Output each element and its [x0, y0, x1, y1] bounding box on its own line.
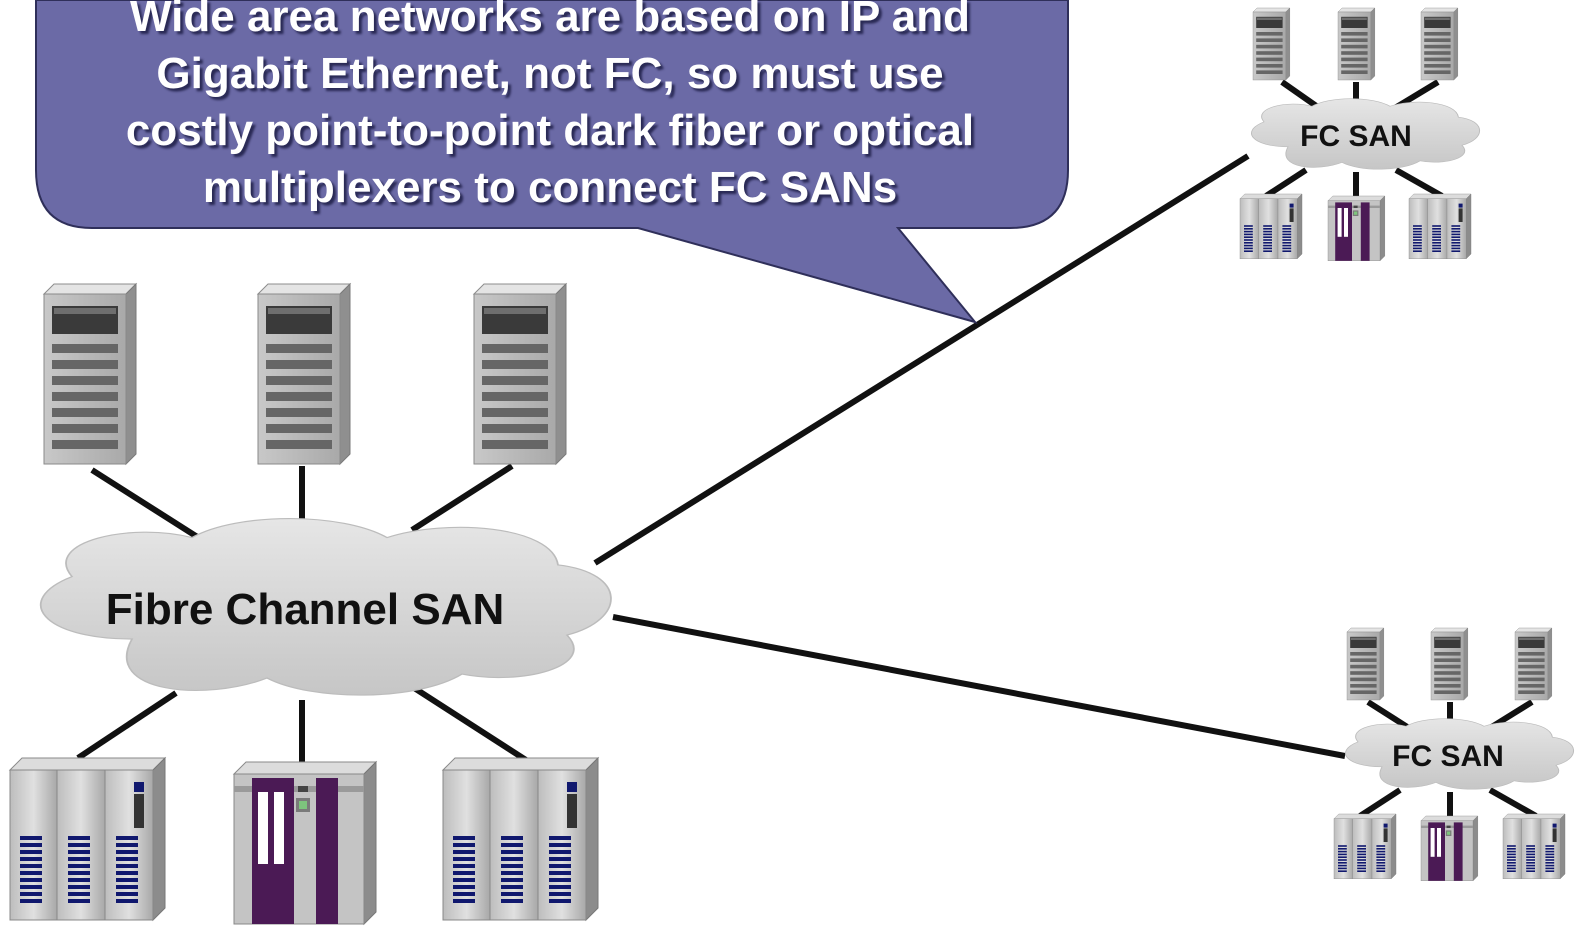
remote-top-server-2	[1337, 7, 1376, 81]
remote-top-san-label: FC SAN	[1300, 120, 1412, 153]
remote-bottom-tape	[1420, 815, 1479, 881]
link-server3-san	[410, 463, 514, 533]
link-server1-san	[90, 467, 212, 548]
remote-bottom-server-1	[1346, 627, 1385, 701]
link-san-storage1	[76, 690, 178, 761]
remote-bottom-disk-2	[1502, 813, 1566, 879]
callout-line-4: multiplexers to connect FC SANs	[202, 163, 898, 212]
tape-library	[233, 761, 377, 925]
callout-line-2: Gigabit Ethernet, not FC, so must use	[156, 49, 944, 98]
callout-bubble	[35, 0, 1069, 324]
callout-text: Wide area networks are based on IP and G…	[40, 0, 1060, 216]
remote-top-disk-2	[1408, 193, 1472, 259]
remote-top-server-1	[1252, 7, 1291, 81]
remote-bottom-disk-1	[1333, 813, 1397, 879]
link-san-storage3	[406, 681, 528, 763]
wan-link-bottom	[612, 614, 1346, 759]
callout-line-3: costly point-to-point dark fiber or opti…	[125, 106, 975, 155]
server-2	[257, 283, 351, 465]
disk-array-2	[442, 757, 599, 921]
connection-lines	[76, 79, 1538, 819]
wan-link-top	[593, 153, 1250, 566]
remote-top-server-3	[1420, 7, 1459, 81]
remote-bottom-server-2	[1430, 627, 1469, 701]
remote-bottom-server-3	[1514, 627, 1553, 701]
disk-array-1	[9, 757, 166, 921]
server-3	[473, 283, 567, 465]
remote-top-tape	[1327, 195, 1386, 261]
main-san-label: Fibre Channel SAN	[105, 585, 505, 634]
server-1	[43, 283, 137, 465]
remote-top-disk-1	[1239, 193, 1303, 259]
remote-bottom-san-label: FC SAN	[1392, 740, 1504, 773]
callout-line-1: Wide area networks are based on IP and	[130, 0, 970, 41]
